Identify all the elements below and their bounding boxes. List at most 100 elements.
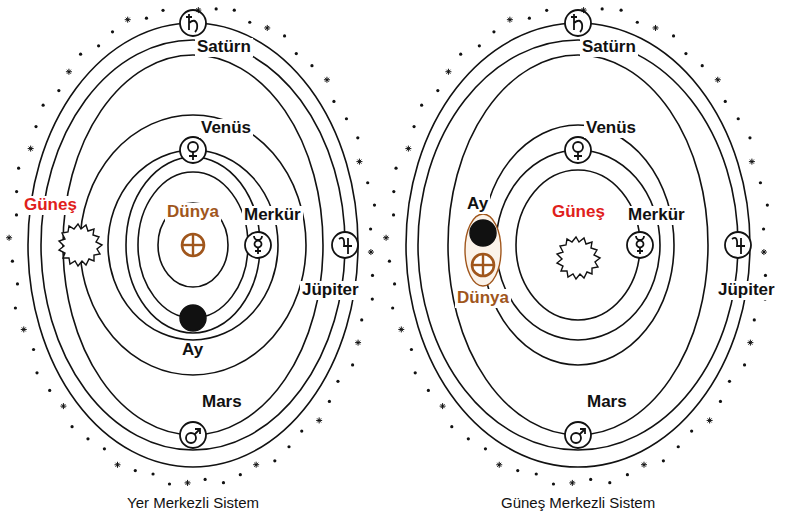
star-dot (601, 7, 604, 10)
star-dot (391, 306, 394, 309)
star-dot (759, 181, 762, 184)
star-dot (684, 52, 687, 55)
star (761, 249, 767, 255)
orbit (482, 125, 674, 365)
star-dot (589, 478, 592, 481)
star-dot (273, 459, 276, 462)
star-dot (626, 473, 629, 476)
star-dot (393, 282, 396, 285)
body-name: Venüs (199, 119, 253, 138)
moon-orbit (465, 214, 501, 286)
orbit (138, 172, 248, 318)
star-dot (70, 425, 73, 428)
star-dot (552, 482, 555, 485)
star-dot (356, 136, 359, 139)
star-dot (332, 100, 335, 103)
star (324, 77, 330, 83)
star (569, 480, 575, 486)
star-dot (295, 52, 298, 55)
orbit (406, 23, 750, 467)
star-dot (410, 348, 413, 351)
orbit (41, 40, 345, 450)
star (60, 403, 66, 409)
star (21, 326, 27, 332)
star (715, 77, 721, 83)
orbit (80, 115, 306, 375)
star (405, 146, 411, 152)
star-dot (111, 30, 114, 33)
mercury-symbol (245, 232, 271, 258)
star (445, 69, 451, 75)
body-name: Jüpiter (300, 281, 361, 300)
star-dot (283, 34, 286, 37)
star-dot (753, 318, 756, 321)
body-name: Dünya (165, 203, 221, 222)
geocentric-bodies (59, 10, 358, 448)
star-field (6, 7, 769, 486)
orbit (448, 55, 708, 435)
star-dot (677, 445, 680, 448)
star (653, 25, 659, 31)
star-dot (450, 425, 453, 428)
star (195, 7, 201, 13)
star-dot (310, 64, 313, 67)
star-dot (719, 400, 722, 403)
star-dot (528, 17, 531, 20)
star-dot (35, 371, 38, 374)
orbit (158, 203, 228, 287)
venus-symbol (565, 137, 591, 163)
star-dot (608, 481, 611, 484)
star (507, 17, 513, 23)
star-dot (360, 318, 363, 321)
star-dot (79, 53, 82, 56)
body-name: Mars (200, 393, 244, 412)
moon-symbol (470, 220, 496, 246)
star (355, 340, 361, 346)
star-dot (11, 260, 14, 263)
star-dot (764, 274, 767, 277)
star-dot (388, 260, 391, 263)
star-dot (728, 380, 731, 383)
star-dot (239, 473, 242, 476)
star-dot (420, 104, 423, 107)
orbit (108, 150, 278, 340)
star (185, 480, 191, 486)
star-dot (371, 274, 374, 277)
star-dot (287, 445, 290, 448)
star (707, 417, 713, 423)
star-dot (636, 21, 639, 24)
star-dot (97, 44, 100, 47)
body-name: Dünya (455, 289, 511, 308)
system-caption: Yer Merkezli Sistem (125, 495, 261, 512)
star-dot (103, 447, 106, 450)
star-dot (145, 17, 148, 20)
star-dot (161, 9, 164, 12)
star-dot (701, 64, 704, 67)
star-dot (545, 9, 548, 12)
star-dot (690, 429, 693, 432)
star-dot (371, 297, 374, 300)
jupiter-symbol (332, 232, 358, 258)
star (398, 326, 404, 332)
orbit (516, 170, 640, 320)
star-dot (42, 104, 45, 107)
star-dot (151, 472, 154, 475)
body-name: Jüpiter (716, 281, 777, 300)
body-name: Ay (180, 341, 205, 360)
star-dot (478, 44, 481, 47)
star-dot (345, 117, 348, 120)
mars-symbol (565, 422, 591, 448)
star-dot (619, 9, 622, 12)
moon-symbol (180, 305, 206, 331)
star-dot (34, 125, 37, 128)
star (356, 159, 362, 165)
star-dot (516, 469, 519, 472)
star-dot (351, 363, 354, 366)
star-dot (492, 30, 495, 33)
venus-symbol (180, 137, 206, 163)
geocentric-orbits (28, 23, 358, 467)
star-dot (662, 459, 665, 462)
body-name: Güneş (550, 203, 607, 222)
star-dot (86, 437, 89, 440)
